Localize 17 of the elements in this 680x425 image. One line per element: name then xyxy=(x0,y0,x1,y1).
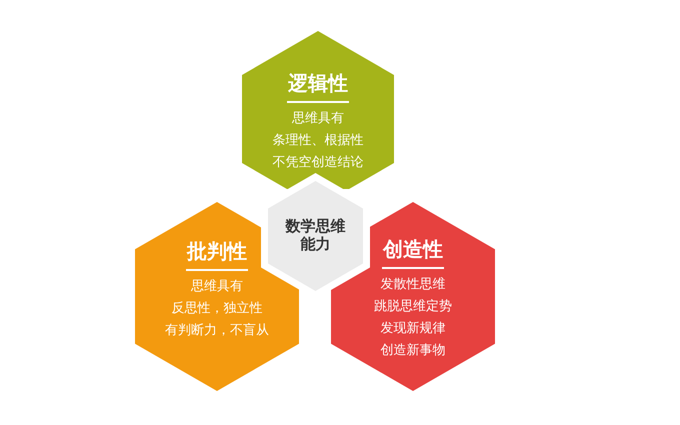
body-text-line: 不凭空创造结论 xyxy=(272,153,364,171)
hexagon-panel xyxy=(242,31,394,189)
body-text-line: 思维具有 xyxy=(292,109,344,127)
body-text-line: 思维具有 xyxy=(191,277,243,295)
body-text-line: 跳脱思维定势 xyxy=(374,297,452,315)
body-text-line: 有判断力，不盲从 xyxy=(165,321,269,339)
body-text-line: 创造新事物 xyxy=(380,341,446,359)
hexagon-panel xyxy=(331,202,495,391)
body-text-line: 发现新规律 xyxy=(380,319,446,337)
hexagon-title: 创造性 xyxy=(383,238,443,263)
hexagon-title: 逻辑性 xyxy=(288,72,348,97)
hexagon-title: 批判性 xyxy=(187,240,247,265)
body-text-line: 发散性思维 xyxy=(380,275,446,293)
body-text-line: 反思性，独立性 xyxy=(172,299,262,317)
center-label: 数学思维能力 xyxy=(284,218,346,254)
body-text-line: 条理性、根据性 xyxy=(272,131,364,149)
center-hexagon xyxy=(268,181,363,291)
